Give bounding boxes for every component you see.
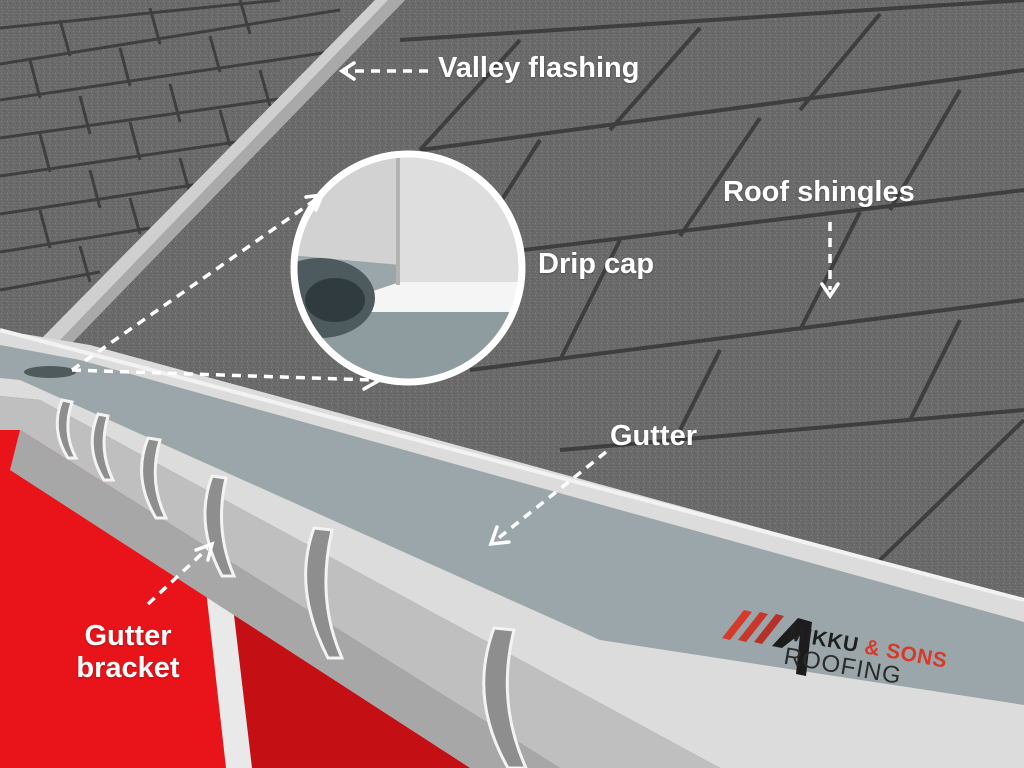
roof-shingles-left (0, 0, 341, 292)
label-gutter-bracket-line2: bracket (76, 652, 180, 685)
drip-cap-magnifier (290, 150, 526, 386)
fascia-trim (206, 590, 252, 768)
fascia-wall (0, 420, 240, 768)
gutter-brackets (55, 398, 528, 768)
label-gutter: Gutter (610, 420, 697, 452)
label-gutter-bracket: Gutter bracket (62, 620, 194, 685)
label-valley-flashing: Valley flashing (438, 52, 640, 84)
label-roof-shingles: Roof shingles (723, 176, 915, 208)
logo-chevron-icon (722, 610, 812, 676)
dashed-arrow-icon (70, 69, 832, 606)
label-drip-cap: Drip cap (538, 248, 655, 280)
label-gutter-bracket-line1: Gutter (84, 620, 172, 652)
arrowheads (194, 61, 840, 562)
roof-shingles-right (399, 0, 1024, 562)
